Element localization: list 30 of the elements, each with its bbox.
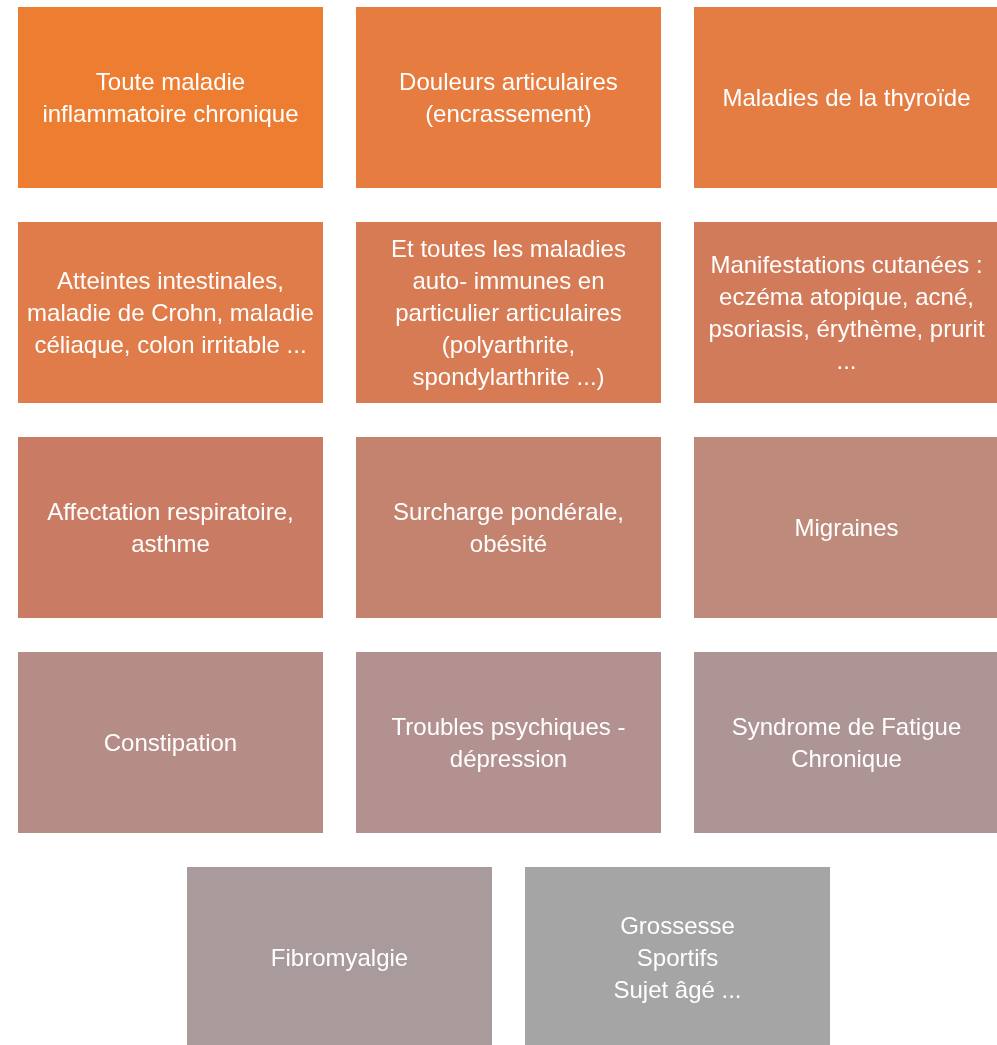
tile-text: Atteintes intestinales, maladie de Crohn, maladie céliaque, colon irritable ... — [26, 265, 315, 360]
tile-text: Et toutes les maladies auto- immunes en particulier articulaires (polyarthrite, spondylarthrite ...) — [390, 233, 627, 392]
category-tile — [18, 7, 323, 188]
tile-text: Maladies de la thyroïde — [722, 82, 971, 113]
tile-text: Manifestations cutanées : eczéma atopique, acné, psoriasis, érythème, prurit ... — [707, 249, 986, 376]
tile-text: Constipation — [103, 727, 238, 758]
category-tile — [18, 652, 323, 833]
category-tile — [694, 437, 997, 618]
category-tile — [18, 222, 323, 403]
category-tile — [694, 7, 997, 188]
tile-text: Syndrome de Fatigue Chronique — [730, 711, 963, 774]
tile-text: Surcharge pondérale, obésité — [392, 496, 625, 559]
tile-text: Grossesse — [620, 910, 735, 941]
category-tile — [694, 222, 997, 403]
tile-text: Fibromyalgie — [270, 942, 409, 973]
tile-text: Affectation respiratoire, asthme — [46, 496, 295, 559]
tile-text: Troubles psychiques - dépression — [390, 711, 627, 774]
category-tile — [187, 867, 492, 1045]
tile-text: Sujet âgé ... — [613, 974, 742, 1005]
category-tile — [18, 437, 323, 618]
tile-text: Douleurs articulaires (encrassement) — [398, 66, 619, 129]
category-tile — [356, 7, 661, 188]
category-tile — [356, 652, 661, 833]
tile-text: Toute maladie inflammatoire chronique — [41, 66, 300, 129]
category-tile — [525, 867, 830, 1045]
tile-text: Migraines — [794, 512, 899, 543]
category-tile — [694, 652, 997, 833]
tile-text: Sportifs — [636, 942, 719, 973]
category-tile — [356, 437, 661, 618]
category-tile — [356, 222, 661, 403]
